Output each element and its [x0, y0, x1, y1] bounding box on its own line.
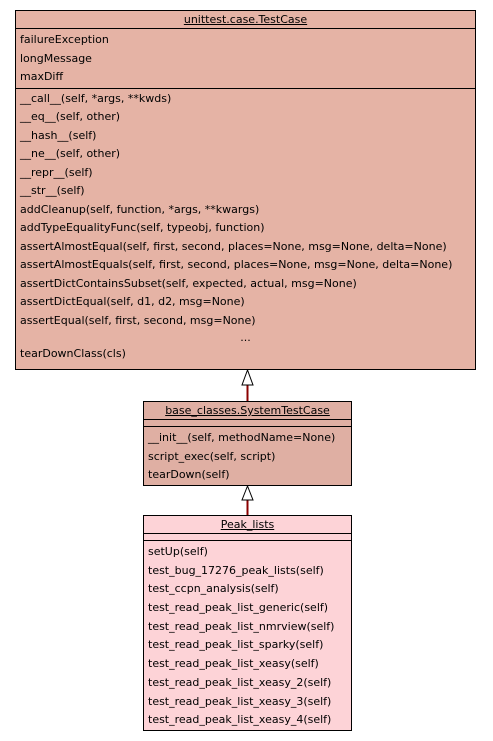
method-item: assertEqual(self, first, second, msg=Non…	[20, 313, 256, 327]
class-box-peak-lists[interactable]: Peak_lists setUp(self) test_bug_17276_pe…	[143, 515, 352, 731]
method-item: test_bug_17276_peak_lists(self)	[148, 563, 324, 577]
methods-section: __init__(self, methodName=None) script_e…	[144, 427, 351, 485]
method-item: assertDictContainsSubset(self, expected,…	[20, 276, 357, 290]
method-item: script_exec(self, script)	[148, 449, 276, 463]
method-item: __repr__(self)	[20, 165, 93, 179]
method-item: assertAlmostEquals(self, first, second, …	[20, 258, 453, 271]
method-item: test_read_peak_list_nmrview(self)	[148, 619, 335, 633]
attribute-item: maxDiff	[20, 70, 64, 83]
inheritance-arrow-systest-to-testcase	[241, 368, 254, 401]
method-item: setUp(self)	[148, 545, 208, 558]
class-title: base_classes.SystemTestCase	[144, 402, 351, 420]
class-title: unittest.case.TestCase	[16, 11, 475, 29]
ellipsis: ...	[240, 331, 251, 344]
method-item: addTypeEqualityFunc(self, typeobj, funct…	[20, 221, 265, 234]
methods-section: __call__(self, *args, **kwds) __eq__(sel…	[16, 89, 475, 364]
inheritance-arrow-peak-to-systest	[241, 484, 254, 515]
method-item: __ne__(self, other)	[20, 147, 121, 160]
method-item: test_read_peak_list_xeasy_4(self)	[148, 713, 332, 727]
method-item: test_read_peak_list_xeasy_3(self)	[148, 694, 332, 708]
method-item: __str__(self)	[20, 184, 85, 197]
method-item: __call__(self, *args, **kwds)	[20, 91, 172, 105]
class-box-unittest-testcase[interactable]: unittest.case.TestCase failureException …	[15, 10, 476, 370]
method-item: test_read_peak_list_xeasy_2(self)	[148, 675, 332, 689]
method-item: tearDownClass(cls)	[20, 347, 126, 360]
method-item: tearDown(self)	[148, 468, 230, 482]
method-item: assertAlmostEqual(self, first, second, p…	[20, 239, 447, 253]
attributes-section: failureException longMessage maxDiff	[16, 29, 475, 89]
attribute-item: failureException	[20, 33, 109, 46]
method-item: test_ccpn_analysis(self)	[148, 582, 279, 596]
method-item: __hash__(self)	[20, 128, 97, 142]
attribute-item: longMessage	[20, 51, 92, 65]
method-item: addCleanup(self, function, *args, **kwar…	[20, 202, 260, 216]
attributes-section	[144, 534, 351, 541]
method-item: assertDictEqual(self, d1, d2, msg=None)	[20, 295, 245, 308]
class-title: Peak_lists	[144, 516, 351, 534]
class-box-system-test-case[interactable]: base_classes.SystemTestCase __init__(sel…	[143, 401, 352, 486]
method-item: test_read_peak_list_generic(self)	[148, 601, 329, 615]
methods-section: setUp(self) test_bug_17276_peak_lists(se…	[144, 541, 351, 730]
method-item: __init__(self, methodName=None)	[148, 431, 336, 444]
method-item: __eq__(self, other)	[20, 110, 121, 123]
method-item: test_read_peak_list_sparky(self)	[148, 638, 324, 652]
method-item: test_read_peak_list_xeasy(self)	[148, 657, 319, 671]
attributes-section	[144, 420, 351, 427]
